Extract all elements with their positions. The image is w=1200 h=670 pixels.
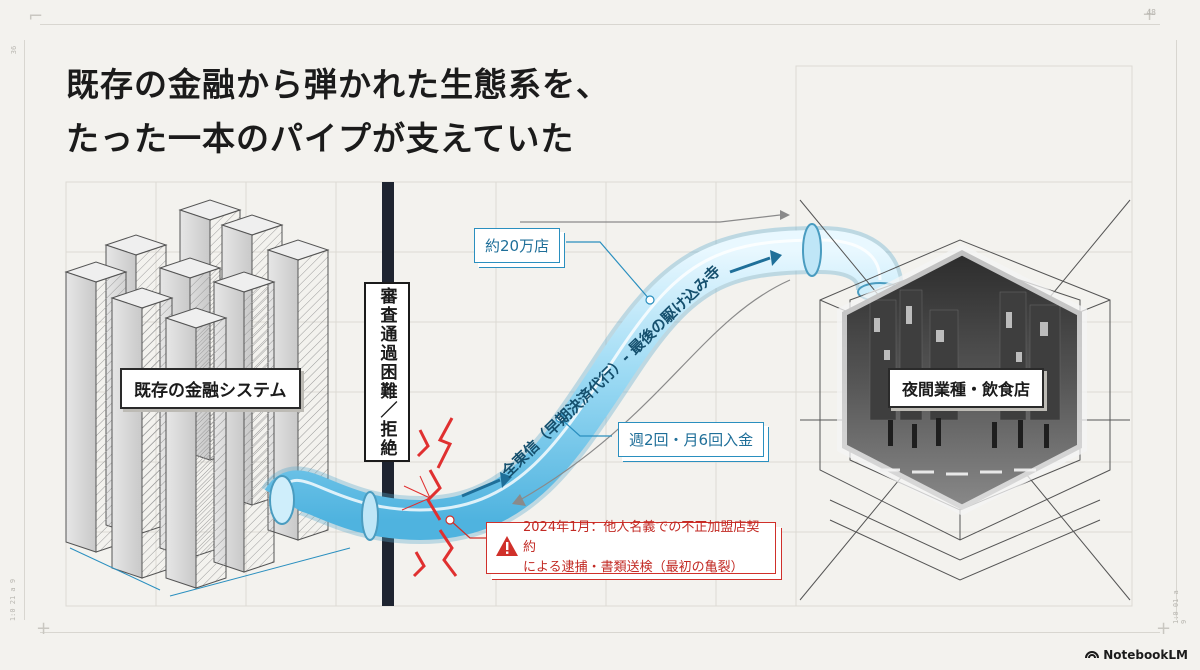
barrier-label: 審査通過困難／拒絶 — [376, 286, 397, 458]
column — [164, 307, 228, 589]
pipe-flange-left — [269, 475, 295, 525]
column — [110, 287, 174, 579]
payment-frequency-note: 週2回・月6回入金 — [618, 422, 765, 457]
alert-callout: 2024年1月：他人名義での不正加盟店契約 による逮捕・書類送検（最初の亀裂） — [486, 520, 776, 575]
callout-leaders — [555, 241, 655, 437]
pipe-flange-right — [802, 223, 822, 277]
crack-marks — [412, 417, 458, 578]
corner-mark-tl: ⌐ — [28, 6, 44, 27]
alert-text: 2024年1月：他人名義での不正加盟店契約 による逮捕・書類送検（最初の亀裂） — [523, 518, 767, 578]
corner-mark-bl: + — [36, 618, 52, 639]
night-business-label: 夜間業種・飲食店 — [888, 368, 1045, 408]
barrier-label-box: 審査通過困難／拒絶 — [364, 282, 410, 462]
warning-icon — [495, 535, 523, 561]
corner-mark-br: + — [1156, 618, 1172, 639]
page-title: 既存の金融から弾かれた生態系を、 たった一本のパイプが支えていた — [66, 58, 610, 166]
frame-line-top — [40, 24, 1160, 25]
alert-leader — [445, 515, 486, 539]
stores-count-note: 約20万店 — [474, 228, 561, 263]
brand-mark: NotebookLM — [1085, 648, 1188, 662]
brand-name: NotebookLM — [1103, 648, 1188, 662]
column — [64, 261, 128, 553]
page-number: 48 — [1146, 8, 1156, 17]
pipe-flange-wall — [361, 491, 379, 541]
dimension-lines — [69, 547, 351, 597]
alert-line-1: 2024年1月：他人名義での不正加盟店契約 — [523, 520, 760, 555]
title-line-1: 既存の金融から弾かれた生態系を、 — [66, 65, 610, 104]
return-arrows — [512, 210, 791, 506]
frame-line-right — [1176, 40, 1177, 620]
flow-arrow-upper — [729, 256, 771, 274]
alert-line-2: による逮捕・書類送検（最初の亀裂） — [523, 560, 744, 575]
column — [266, 239, 330, 541]
flow-arrow-lower — [461, 478, 501, 498]
title-line-2: たった一本のパイプが支えていた — [66, 119, 575, 158]
notebooklm-logo-icon — [1085, 648, 1100, 662]
frame-line-bottom — [40, 632, 1160, 633]
financial-system-columns — [64, 199, 351, 597]
frame-line-left — [24, 40, 25, 620]
city-signs — [874, 306, 1048, 362]
crack-burst — [401, 475, 431, 511]
corner-mark-tr: + — [1142, 4, 1158, 25]
financial-system-label: 既存の金融システム — [120, 368, 301, 409]
city-people — [888, 418, 1049, 448]
